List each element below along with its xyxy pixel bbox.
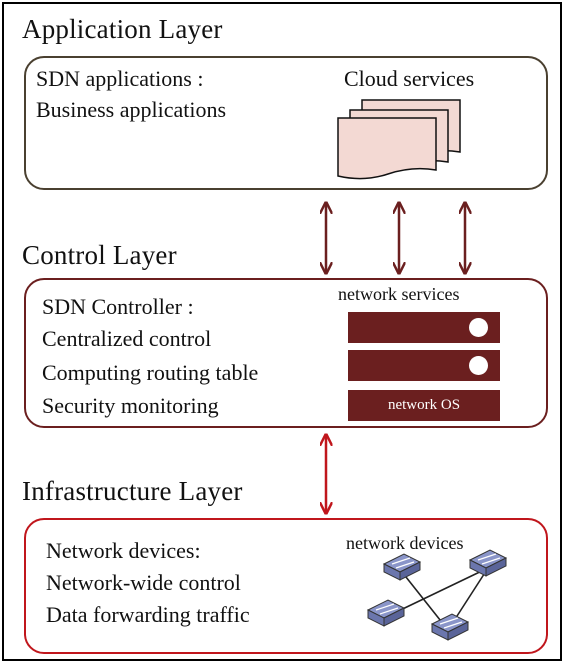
app-control-arrows [326, 204, 465, 272]
documents-stack-icon [337, 99, 461, 180]
application-layer-title: Application Layer [22, 14, 223, 44]
switch-icon [430, 613, 470, 641]
server-unit-2 [348, 350, 500, 381]
switch-icon [366, 599, 406, 627]
switch-icon [468, 549, 508, 577]
infra-line-2: Network-wide control [46, 570, 241, 595]
infra-line-1: Network devices: [46, 538, 201, 563]
server-unit-1 [348, 312, 500, 343]
cloud-services-label: Cloud services [344, 66, 475, 91]
app-line-1: SDN applications : [36, 66, 204, 91]
infra-line-3: Data forwarding traffic [46, 602, 250, 627]
switch-icon [382, 553, 422, 581]
server-led-icon [469, 318, 488, 337]
control-layer-title: Control Layer [22, 240, 177, 270]
control-line-2: Centralized control [42, 326, 212, 351]
control-line-1: SDN Controller : [42, 294, 194, 319]
control-line-4: Security monitoring [42, 393, 219, 418]
network-os-label: network OS [387, 397, 461, 413]
network-os-unit: network OS [348, 390, 500, 421]
network-services-label: network services [338, 284, 460, 304]
infrastructure-layer-title: Infrastructure Layer [22, 476, 243, 506]
control-line-3: Computing routing table [42, 360, 259, 385]
network-devices-label: network devices [346, 533, 464, 553]
app-line-2: Business applications [36, 97, 227, 122]
server-led-icon [469, 356, 488, 375]
